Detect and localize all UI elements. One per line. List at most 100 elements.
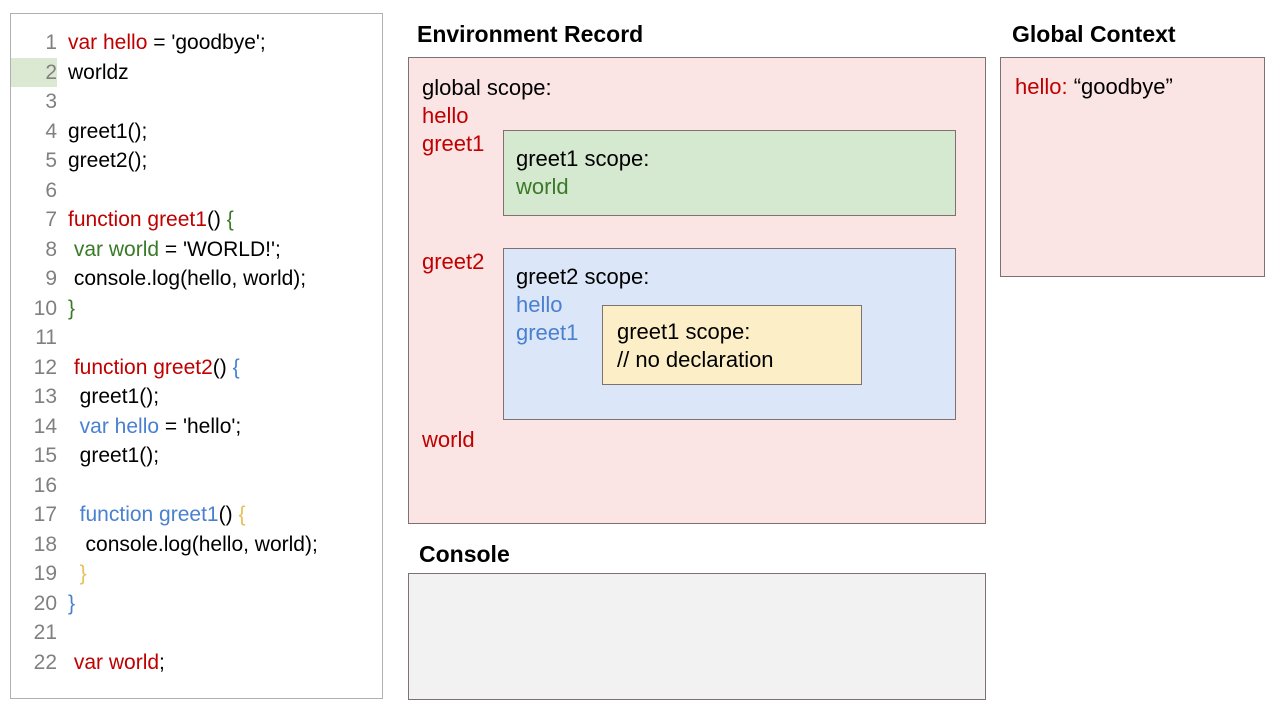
global-scope-var-world: world bbox=[422, 427, 475, 452]
code-line-text: greet1(); bbox=[57, 117, 147, 147]
code-token: var hello bbox=[79, 414, 160, 438]
code-line[interactable]: 9 console.log(hello, world); bbox=[11, 264, 382, 294]
code-line-number: 18 bbox=[33, 532, 57, 556]
code-line[interactable]: 11 bbox=[11, 323, 382, 353]
code-line-number: 3 bbox=[45, 90, 57, 113]
code-line-text: function greet1() { bbox=[57, 205, 234, 235]
greet1-inner-scope-note: // no declaration bbox=[617, 347, 774, 372]
code-line[interactable]: 3 bbox=[11, 87, 382, 117]
code-token: greet1(); bbox=[79, 444, 160, 467]
code-line-text: var world = 'WORLD!'; bbox=[57, 235, 281, 265]
code-line-number: 20 bbox=[33, 591, 57, 615]
code-line-number: 13 bbox=[33, 385, 57, 408]
code-line[interactable]: 8 var world = 'WORLD!'; bbox=[11, 235, 382, 265]
code-line[interactable]: 14 var hello = 'hello'; bbox=[11, 412, 382, 442]
global-context-title: Global Context bbox=[1012, 21, 1176, 47]
code-line-text: greet1(); bbox=[57, 382, 159, 412]
global-context-entry-key: hello: bbox=[1015, 74, 1068, 99]
code-line-number: 21 bbox=[33, 621, 57, 644]
code-line-text: greet2(); bbox=[57, 146, 147, 176]
code-token: var hello bbox=[68, 31, 148, 54]
code-line-text: console.log(hello, world); bbox=[57, 264, 306, 294]
code-line-number: 15 bbox=[33, 444, 57, 467]
code-line[interactable]: 13 greet1(); bbox=[11, 382, 382, 412]
code-line-number: 2 bbox=[11, 57, 57, 87]
code-line[interactable]: 15 greet1(); bbox=[11, 441, 382, 471]
code-line-number: 1 bbox=[45, 31, 57, 54]
greet1-inner-scope-heading: greet1 scope: bbox=[617, 319, 751, 344]
code-token: { bbox=[226, 208, 234, 231]
code-line-text: } bbox=[57, 294, 75, 324]
code-line-text: function greet2() { bbox=[57, 353, 240, 383]
code-line[interactable]: 21 bbox=[11, 618, 382, 648]
console-output-box[interactable] bbox=[408, 573, 986, 700]
code-line[interactable]: 20} bbox=[11, 589, 382, 619]
code-line-text: var hello = 'goodbye'; bbox=[57, 28, 266, 58]
code-token: greet1(); bbox=[79, 385, 160, 408]
code-token: console.log(hello, world); bbox=[73, 267, 307, 290]
code-line-number: 22 bbox=[33, 650, 57, 674]
global-scope-var-greet2: greet2 bbox=[422, 249, 485, 274]
code-token: () bbox=[212, 355, 233, 379]
global-context-box: hello: “goodbye” bbox=[1000, 57, 1265, 277]
code-token: = 'hello'; bbox=[159, 414, 242, 438]
code-line[interactable]: 22 var world; bbox=[11, 648, 382, 678]
code-line[interactable]: 19 } bbox=[11, 559, 382, 589]
code-line[interactable]: 12 function greet2() { bbox=[11, 353, 382, 383]
code-line-text: } bbox=[57, 559, 87, 589]
code-line-number: 8 bbox=[45, 237, 57, 261]
code-line[interactable]: 4 greet1(); bbox=[11, 117, 382, 147]
global-scope-heading: global scope: bbox=[422, 75, 552, 100]
code-line-text: } bbox=[57, 589, 75, 619]
code-line-number: 7 bbox=[45, 208, 57, 231]
code-token: greet1(); bbox=[68, 119, 148, 143]
code-line-number: 10 bbox=[33, 296, 57, 320]
global-scope-var-hello: hello bbox=[422, 103, 469, 128]
environment-record-title: Environment Record bbox=[417, 21, 644, 47]
code-line[interactable]: 17 function greet1() { bbox=[11, 500, 382, 530]
code-token: () bbox=[218, 503, 239, 526]
code-token: () bbox=[206, 208, 227, 231]
code-token: { bbox=[238, 503, 246, 526]
greet1-scope-var-world: world bbox=[516, 174, 569, 199]
code-token: } bbox=[68, 591, 76, 615]
code-line[interactable]: 16 bbox=[11, 471, 382, 501]
greet2-scope-var-greet1: greet1 bbox=[516, 320, 579, 345]
code-line-text: greet1(); bbox=[57, 441, 159, 471]
code-line-number: 17 bbox=[33, 503, 57, 526]
code-line-text: var hello = 'hello'; bbox=[57, 412, 242, 442]
greet1-inner-scope-box: greet1 scope: // no declaration bbox=[602, 305, 862, 385]
code-line[interactable]: 18 console.log(hello, world); bbox=[11, 530, 382, 560]
code-line-number: 9 bbox=[45, 267, 57, 290]
console-title: Console bbox=[419, 541, 510, 567]
code-line[interactable]: 10} bbox=[11, 294, 382, 324]
code-line-number: 16 bbox=[33, 473, 57, 497]
code-token: worldz bbox=[68, 60, 129, 84]
code-line-text: function greet1() { bbox=[57, 500, 246, 530]
global-scope-var-greet1: greet1 bbox=[422, 131, 485, 156]
greet2-scope-box: greet2 scope: hello greet1 greet1 scope:… bbox=[503, 248, 956, 420]
greet1-scope-box: greet1 scope: world bbox=[503, 130, 956, 216]
code-token: } bbox=[68, 296, 76, 320]
code-token: = 'goodbye'; bbox=[147, 31, 266, 54]
greet1-scope-heading: greet1 scope: bbox=[516, 146, 650, 171]
greet2-scope-var-hello: hello bbox=[516, 292, 563, 317]
code-token: greet2(); bbox=[68, 149, 148, 172]
code-line-text: var world; bbox=[57, 648, 165, 678]
code-token: function greet1 bbox=[68, 208, 207, 231]
code-line[interactable]: 2 worldz bbox=[11, 57, 382, 87]
code-token: ; bbox=[159, 650, 165, 674]
code-token: function greet2 bbox=[73, 355, 213, 379]
code-token: console.log(hello, world); bbox=[85, 532, 318, 556]
code-line-number: 19 bbox=[33, 562, 57, 585]
code-line[interactable]: 6 bbox=[11, 176, 382, 206]
code-line-number: 6 bbox=[45, 178, 57, 202]
code-token: } bbox=[79, 562, 87, 585]
global-context-entry-value: “goodbye” bbox=[1073, 74, 1173, 99]
code-token: function greet1 bbox=[79, 503, 219, 526]
code-line-number: 4 bbox=[45, 119, 57, 143]
